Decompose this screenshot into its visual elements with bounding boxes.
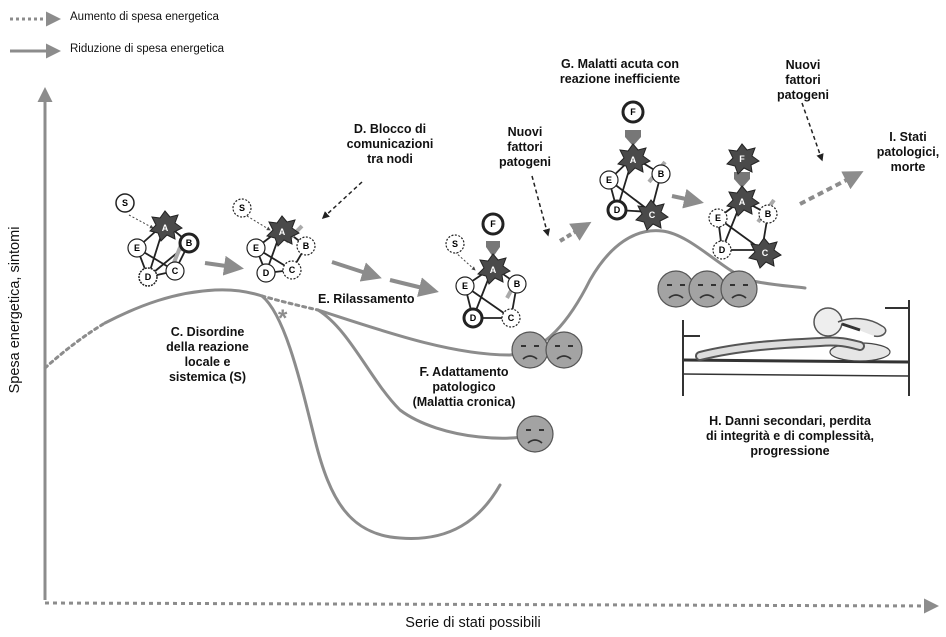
svg-text:A: A	[490, 265, 497, 275]
hospital-bed-icon	[682, 300, 910, 396]
sad-face-icon	[545, 331, 583, 369]
transition-arrows	[204, 171, 864, 297]
network-cluster-5: A F C E B D	[708, 143, 782, 269]
x-axis-arrow	[44, 598, 939, 614]
svg-text:F: F	[739, 154, 745, 164]
svg-text:E: E	[134, 243, 140, 253]
svg-text:F: F	[490, 219, 496, 229]
svg-text:C: C	[508, 313, 515, 323]
svg-text:D: D	[145, 272, 152, 282]
svg-text:B: B	[186, 238, 193, 248]
y-axis-label: Spesa energetica, sintomi	[7, 226, 23, 394]
x-axis-label: Serie di stati possibili	[405, 615, 541, 631]
legend-decrease-text: Riduzione di spesa energetica	[70, 43, 225, 55]
sad-face-icon	[720, 270, 758, 308]
svg-text:C: C	[289, 265, 296, 275]
svg-text:A: A	[739, 197, 746, 207]
network-cluster-4: A C F E B D	[599, 100, 671, 231]
svg-text:C: C	[762, 248, 769, 258]
main-rising-curve	[103, 288, 264, 325]
asterisk-mark: *	[278, 305, 288, 332]
svg-text:C: C	[172, 266, 179, 276]
svg-text:S: S	[452, 239, 458, 249]
svg-text:D: D	[614, 205, 621, 215]
svg-text:E: E	[462, 281, 468, 291]
svg-text:B: B	[765, 209, 772, 219]
network-cluster-2: A S E B D C	[232, 198, 316, 283]
sad-face-icon	[688, 270, 726, 308]
sad-face-icon	[511, 331, 549, 369]
middle-curve	[316, 308, 552, 440]
sad-face-icon	[516, 415, 554, 453]
svg-text:D: D	[263, 268, 270, 278]
svg-text:S: S	[122, 198, 128, 208]
network-cluster-3: A F S E B D C	[445, 212, 527, 329]
legend-increase-text: Aumento di spesa energetica	[70, 11, 219, 23]
svg-text:A: A	[162, 223, 169, 233]
svg-text:D: D	[719, 245, 726, 255]
svg-text:A: A	[279, 227, 286, 237]
legend	[10, 11, 61, 59]
svg-text:E: E	[715, 213, 721, 223]
svg-text:E: E	[253, 243, 259, 253]
svg-text:A: A	[630, 155, 637, 165]
svg-text:B: B	[303, 241, 310, 251]
svg-text:B: B	[514, 279, 521, 289]
deep-drop-curve	[260, 294, 502, 540]
network-cluster-1: A S E B D C	[115, 193, 200, 287]
svg-text:B: B	[658, 169, 665, 179]
svg-text:D: D	[470, 313, 477, 323]
axes	[37, 87, 939, 614]
dotted-transition-curve	[260, 294, 320, 312]
svg-text:S: S	[239, 203, 245, 213]
label-e-relaxation: E. Rilassamento	[318, 292, 415, 306]
initial-dotted-curve	[43, 321, 107, 370]
svg-text:C: C	[649, 210, 656, 220]
annotation-arrows	[321, 102, 824, 237]
svg-text:F: F	[630, 107, 636, 117]
svg-text:E: E	[606, 175, 612, 185]
